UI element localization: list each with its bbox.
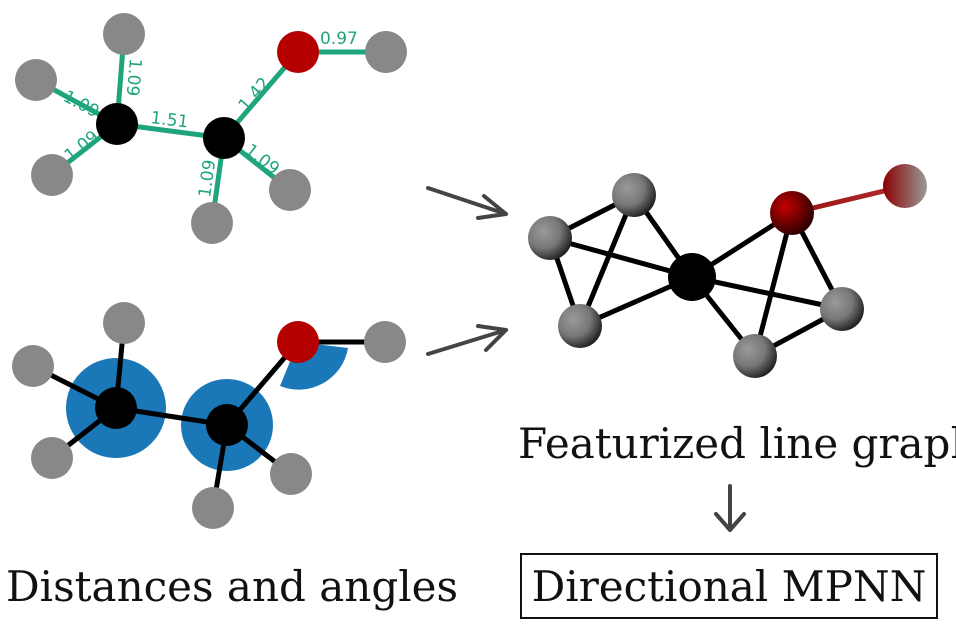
hydrogen-atom xyxy=(15,59,57,101)
graph-node xyxy=(558,304,602,348)
hydrogen-atom xyxy=(269,169,311,211)
hydrogen-atom xyxy=(31,154,73,196)
hydrogen-atom xyxy=(12,345,54,387)
graph-node xyxy=(612,173,656,217)
hydrogen-atom xyxy=(192,487,234,529)
graph-node-gradient xyxy=(883,164,927,208)
graph-node xyxy=(733,334,777,378)
bond-length-label: 1.42 xyxy=(235,74,275,116)
oxygen-atom xyxy=(277,31,319,73)
angle-molecule xyxy=(12,302,406,529)
graph-node xyxy=(528,216,572,260)
hydrogen-atom xyxy=(103,13,145,55)
bond-length-label: 1.09 xyxy=(60,87,103,122)
arrow-top xyxy=(426,186,508,220)
line-graph xyxy=(528,164,927,378)
graph-edge xyxy=(547,235,695,280)
graph-node-center xyxy=(668,253,716,301)
bond-length-label: 0.97 xyxy=(320,29,358,49)
graph-node-red xyxy=(770,191,814,235)
method-label: Directional MPNN xyxy=(531,561,927,611)
bond-length-label: 1.51 xyxy=(149,108,189,132)
arrow-down xyxy=(714,484,746,532)
caption-line-graph: Featurized line graph xyxy=(518,419,956,468)
hydrogen-atom xyxy=(270,453,312,495)
hydrogen-atom xyxy=(103,302,145,344)
graph-edge xyxy=(752,210,795,359)
bond-length-label: 1.09 xyxy=(241,140,283,179)
arrow-bottom xyxy=(426,324,508,356)
bond-length-molecule: 1.09 1.09 1.09 1.51 1.42 0.97 1.09 1.09 xyxy=(15,13,407,244)
graph-edge xyxy=(689,274,845,312)
graph-node xyxy=(820,287,864,331)
caption-distances-angles: Distances and angles xyxy=(6,562,459,611)
hydrogen-atom xyxy=(31,437,73,479)
carbon-atom xyxy=(96,103,138,145)
hydrogen-atom xyxy=(364,321,406,363)
hydrogen-atom xyxy=(365,31,407,73)
carbon-atom xyxy=(203,117,245,159)
oxygen-atom xyxy=(277,321,319,363)
method-box: Directional MPNN xyxy=(520,553,938,619)
carbon-atom xyxy=(206,404,248,446)
hydrogen-atom xyxy=(191,202,233,244)
bond-length-label: 1.09 xyxy=(122,58,145,97)
graph-edge xyxy=(577,192,637,329)
carbon-atom xyxy=(95,387,137,429)
